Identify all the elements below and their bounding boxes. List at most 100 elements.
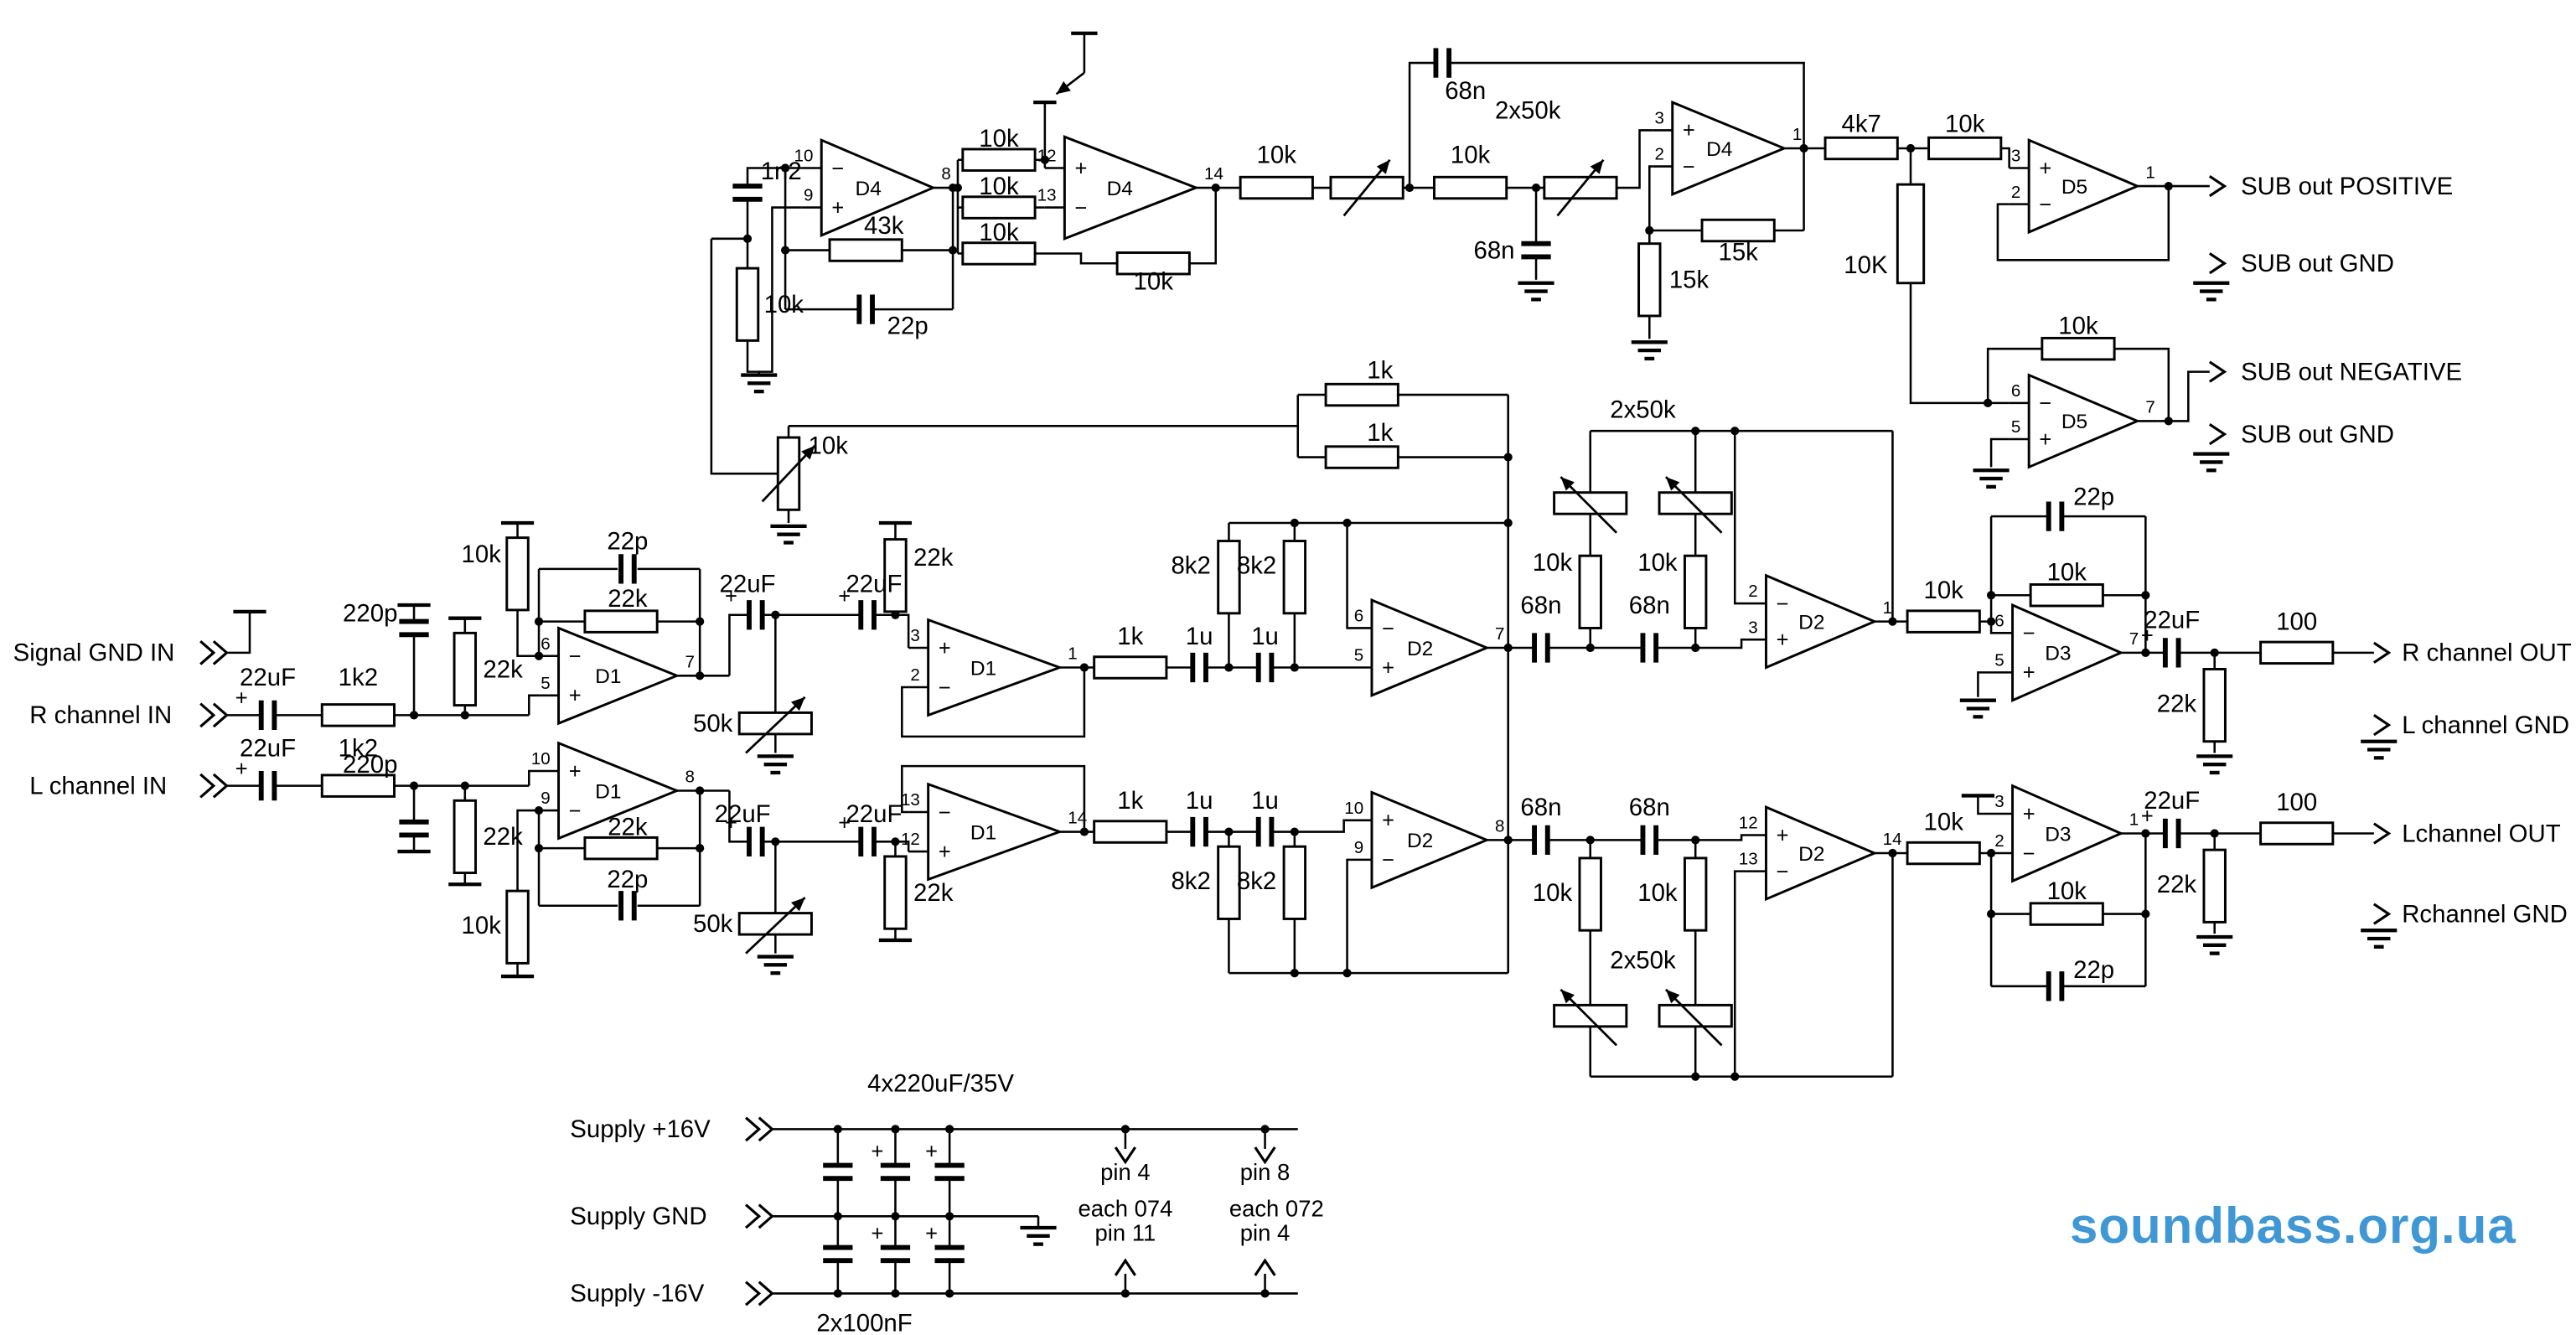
resistor	[2259, 640, 2335, 665]
capacitor-polarity-plus: +	[925, 1223, 938, 1246]
opamp	[557, 626, 680, 726]
resistor	[2029, 902, 2104, 926]
resistor-label: 10k	[1924, 577, 1964, 604]
output-arrow-icon	[2372, 903, 2392, 925]
capacitor-label: 68n	[1473, 236, 1514, 264]
potentiometer	[1553, 491, 1628, 515]
output-arrow-icon	[2208, 252, 2227, 275]
junction-dot	[460, 711, 469, 720]
wire	[901, 667, 1086, 738]
label-text: 4x220uF/35V	[867, 1069, 1014, 1097]
opamp-sign: +	[831, 196, 844, 220]
opamp-sign: −	[2023, 842, 2035, 866]
pin-number: 5	[2011, 417, 2020, 437]
resistor-label: 8k2	[1237, 552, 1276, 580]
capacitor-label: 22p	[2073, 956, 2114, 984]
junction-dot	[1585, 836, 1595, 845]
pin-number: 10	[1344, 799, 1363, 818]
resistor	[961, 241, 1037, 266]
junction-dot	[945, 1212, 954, 1221]
opamp-designator: D3	[2045, 823, 2071, 846]
junction-dot	[891, 837, 900, 846]
label-text: pin 4	[1240, 1220, 1291, 1246]
opamp-designator: D3	[2045, 643, 2071, 665]
pin-number: 1	[1068, 644, 1077, 664]
resistor	[583, 836, 659, 861]
resistor	[505, 536, 530, 612]
junction-dot	[1986, 848, 1996, 858]
wire	[758, 206, 802, 373]
capacitor-label: 22p	[2073, 483, 2114, 510]
pin-number: 14	[1204, 164, 1223, 184]
resistor-label: 10k	[2047, 559, 2087, 587]
pin-number: 9	[541, 789, 550, 808]
pin-number: 3	[2011, 147, 2020, 166]
junction-dot	[1691, 836, 1700, 845]
resistor-label: 10k	[1257, 142, 1297, 169]
resistor	[2202, 848, 2227, 924]
resistor	[2029, 583, 2104, 608]
opamp-designator: D4	[1107, 178, 1133, 200]
resistor	[453, 631, 478, 707]
output-arrow-icon	[2372, 714, 2392, 737]
junction-dot	[2141, 909, 2150, 918]
opamp-designator: D2	[1798, 843, 1824, 866]
resistor	[1896, 183, 1926, 285]
wire	[1909, 282, 1989, 405]
pin-number: 3	[1748, 618, 1757, 637]
resistor-label: 10k	[1924, 809, 1964, 836]
opamp-sign: −	[569, 799, 582, 823]
output-arrow-icon	[2372, 641, 2392, 664]
capacitor-polarity-plus: +	[838, 585, 851, 608]
junction-dot	[1503, 643, 1513, 653]
wire	[527, 769, 540, 786]
resistor	[1906, 609, 1981, 634]
capacitor-label: 22p	[607, 527, 648, 555]
resistor-label: 1k	[1117, 623, 1143, 650]
junction-dot	[2164, 181, 2173, 191]
resistor-label: 10k	[1945, 110, 1985, 137]
resistor	[453, 799, 478, 875]
pin-number: 6	[1354, 607, 1363, 626]
junction-dot	[1211, 183, 1220, 193]
pin-number: 3	[1994, 792, 2004, 811]
resistor	[961, 147, 1037, 172]
resistor	[1823, 136, 1899, 161]
opamp-sign: −	[1382, 849, 1394, 872]
opamp-sign: +	[2039, 428, 2051, 452]
resistor-label: 43k	[864, 212, 904, 240]
pin-number: 10	[794, 147, 814, 166]
label-text: each 072	[1229, 1195, 1324, 1221]
wire	[1616, 129, 1653, 189]
input-terminal-icon	[745, 1203, 762, 1229]
junction-dot	[945, 1125, 954, 1134]
pin-number: 2	[2011, 183, 2020, 202]
potentiometer	[1329, 175, 1404, 200]
resistor	[1683, 554, 1708, 629]
junction-dot	[460, 781, 469, 790]
wire	[1346, 858, 1353, 974]
junction-dot	[891, 610, 900, 619]
junction-dot	[2164, 417, 2173, 426]
potentiometer	[737, 912, 813, 936]
opamp-designator: D4	[856, 178, 882, 200]
wire	[516, 809, 540, 897]
junction-dot	[833, 1212, 842, 1221]
pin-number: 12	[901, 830, 920, 849]
opamp-designator: D1	[970, 821, 996, 844]
wire	[1271, 819, 1353, 833]
input-terminal-icon	[758, 1281, 774, 1307]
pin-number: 6	[1994, 611, 2004, 630]
junction-dot	[2210, 829, 2219, 838]
junction-dot	[1691, 643, 1700, 653]
capacitor-label: 68n	[1629, 592, 1670, 619]
resistor	[320, 774, 396, 798]
opamp-sign: −	[2023, 622, 2035, 645]
capacitor-label: 220p	[343, 751, 397, 779]
junction-dot	[1224, 827, 1234, 836]
junction-dot	[1290, 663, 1299, 672]
junction-dot	[1645, 225, 1654, 235]
capacitor-label: 22uF	[2144, 606, 2200, 634]
opamp	[2027, 137, 2141, 235]
opamp-sign: −	[939, 676, 951, 700]
